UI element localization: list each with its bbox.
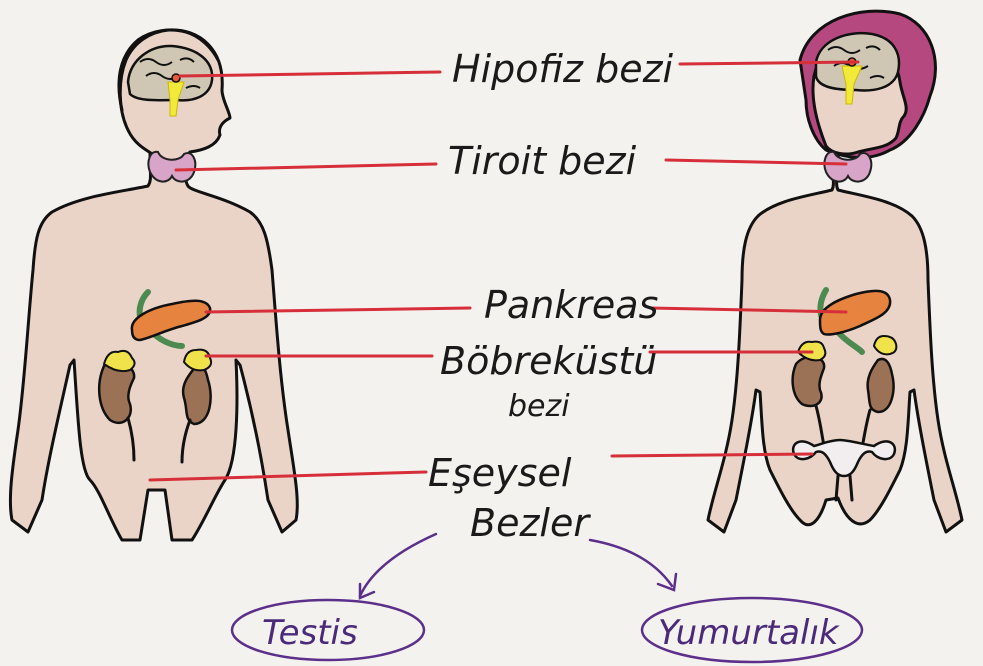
label-bobrekustu-1: Böbreküstü [440, 339, 657, 383]
male-body-outline [10, 150, 297, 540]
male-adrenal-right [184, 350, 211, 371]
label-yumurtalik: Yumurtalık [658, 613, 840, 653]
label-pankreas: Pankreas [484, 283, 658, 327]
arrow-to-yumurtalik [590, 540, 672, 586]
female-adrenal-right [874, 336, 896, 354]
arrow-to-testis [360, 534, 436, 596]
label-eseysel-1: Eşeysel [428, 451, 572, 495]
label-eseysel-2: Bezler [470, 501, 591, 545]
labels: Hipofiz bezi Tiroit bezi Pankreas Böbrek… [428, 47, 674, 545]
label-testis: Testis [262, 613, 358, 653]
label-tiroit: Tiroit bezi [448, 139, 637, 183]
arrow-head-yumurtalik [658, 574, 676, 590]
line-tiroit-left [176, 164, 436, 170]
line-eseysel-right [612, 454, 812, 456]
male-figure [10, 30, 297, 540]
female-kidney-left [793, 357, 825, 406]
female-body-outline [708, 150, 962, 532]
line-hipofiz-right [680, 62, 858, 64]
line-tiroit-right [666, 160, 846, 164]
gonad-branches: Testis Yumurtalık [232, 534, 862, 662]
label-hipofiz: Hipofiz bezi [452, 47, 674, 91]
label-bobrekustu-2: bezi [508, 389, 570, 424]
